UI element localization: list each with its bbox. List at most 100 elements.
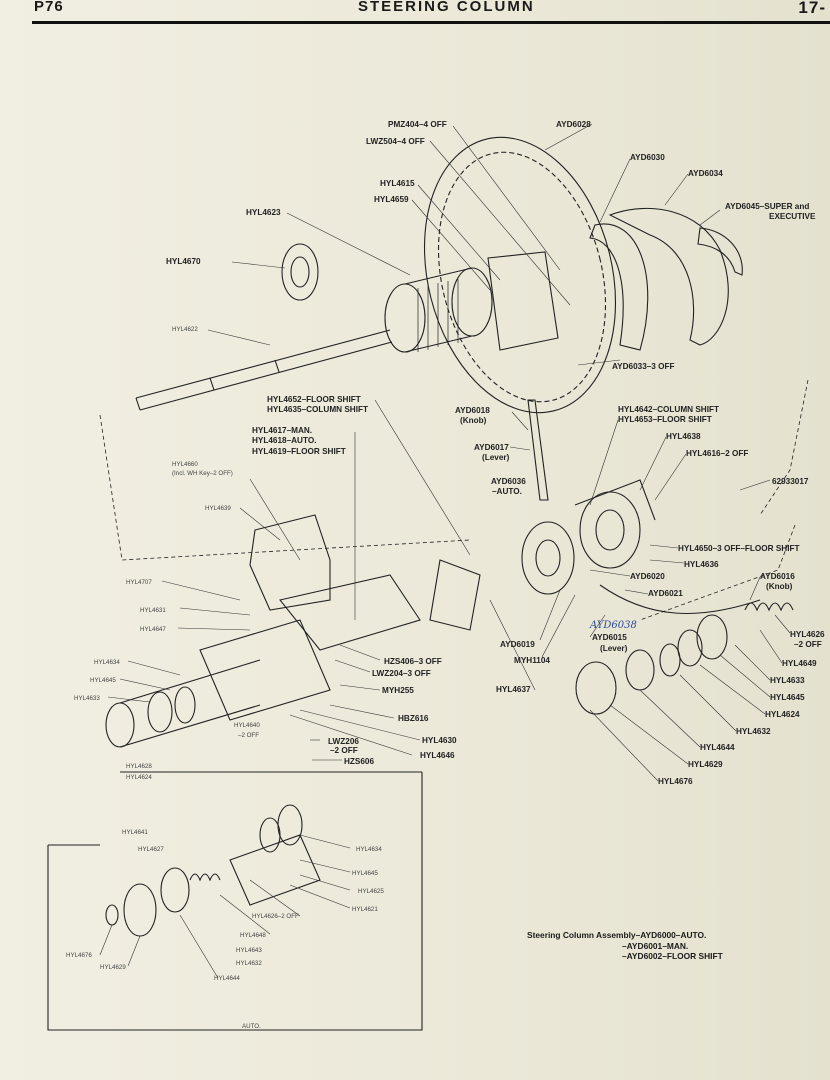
- column-cover: [608, 207, 729, 346]
- ring-a: [696, 614, 728, 660]
- lower-ring-2: [174, 686, 196, 724]
- switch-bracket: [574, 479, 656, 521]
- label-lwz206-a: LWZ206: [328, 737, 359, 746]
- label-hyl4636: HYL4636: [684, 560, 719, 569]
- label-hzs406: HZS406–3 OFF: [384, 657, 442, 666]
- auto-spring: [189, 873, 221, 882]
- upper-shroud: [589, 223, 649, 351]
- label-myh255: MYH255: [382, 686, 414, 695]
- assembly-caption: Steering Column Assembly–AYD6000–AUTO. –…: [527, 930, 723, 962]
- auto-inset-frame: [47, 772, 423, 1031]
- label-hyl4634-inset: HYL4634: [356, 846, 382, 853]
- label-hyl4626-b: –2 OFF: [794, 640, 822, 649]
- label-hyl4629: HYL4629: [688, 760, 723, 769]
- label-62933017: 62933017: [772, 477, 809, 486]
- horn-pad-body: [404, 267, 473, 353]
- leader-lines: [99, 123, 791, 979]
- label-hyl4633-left: HYL4633: [74, 695, 100, 702]
- switch-bore-right: [595, 509, 625, 551]
- label-hyl4615: HYL4615: [380, 179, 415, 188]
- caption-line-1: Steering Column Assembly–AYD6000–AUTO.: [527, 930, 707, 940]
- label-hyl4659: HYL4659: [374, 195, 409, 204]
- label-hyl4616: HYL4616–2 OFF: [686, 449, 748, 458]
- label-ayd6036-b: –AUTO.: [492, 487, 522, 496]
- label-hyl4627: HYL4627: [138, 846, 164, 853]
- label-lwz206-b: –2 OFF: [330, 746, 358, 755]
- label-hyl4645-inset: HYL4645: [352, 870, 378, 877]
- label-lwz204: LWZ204–3 OFF: [372, 669, 431, 678]
- label-ayd6021: AYD6021: [648, 589, 683, 598]
- label-hyl4645-right: HYL4645: [770, 693, 805, 702]
- label-hyl4624: HYL4624: [126, 774, 152, 781]
- label-hyl4639: HYL4639: [205, 505, 231, 512]
- lower-bearing: [105, 702, 135, 748]
- steering-wheel-rim: [423, 136, 617, 414]
- label-hbz616: HBZ616: [398, 714, 429, 723]
- column-tube: [279, 574, 421, 651]
- horn-contact-disc: [281, 243, 319, 301]
- label-hyl4642: HYL4642–COLUMN SHIFT: [618, 405, 719, 414]
- label-hyl4676-inset: HYL4676: [66, 952, 92, 959]
- steering-wheel-grip: [437, 151, 607, 403]
- switch-bore-left: [535, 539, 561, 577]
- label-ayd6017-b: (Lever): [482, 453, 510, 462]
- lever-spring: [744, 602, 794, 612]
- label-ayd6036-a: AYD6036: [491, 477, 526, 486]
- auto-bearing-1: [123, 883, 157, 937]
- label-hyl4646: HYL4646: [420, 751, 455, 760]
- label-ayd6033: AYD6033–3 OFF: [612, 362, 675, 371]
- lock-housing: [249, 514, 331, 611]
- label-ayd6028: AYD6028: [556, 120, 591, 129]
- label-hyl4660-b: (Incl. WH Key–2 OFF): [172, 470, 233, 477]
- label-hyl4617: HYL4617–MAN.: [252, 426, 312, 435]
- auto-clip: [105, 904, 119, 926]
- label-hyl4638: HYL4638: [666, 432, 701, 441]
- auto-bearing-2: [160, 867, 190, 913]
- label-hyl4635: HYL4635–COLUMN SHIFT: [267, 405, 368, 414]
- ring-b: [677, 629, 703, 667]
- label-ayd6017-a: AYD6017: [474, 443, 509, 452]
- label-hyl4649: HYL4649: [782, 659, 817, 668]
- label-hyl4633: HYL4633: [770, 676, 805, 685]
- horn-pad-ribs: [417, 279, 459, 352]
- page-number: P76: [34, 0, 64, 15]
- steering-shaft: [135, 329, 393, 411]
- label-hyl4622: HYL4622: [172, 326, 198, 333]
- part-labels: PMZ404–4 OFF LWZ504–4 OFF AYD6028 AYD603…: [66, 120, 825, 1030]
- label-hyl4632: HYL4632: [736, 727, 771, 736]
- wheel-hub-plate: [487, 251, 559, 351]
- assembly-outline-right: [759, 379, 809, 516]
- handwritten-note: AYD6038: [589, 620, 637, 631]
- label-hyl4676: HYL4676: [658, 777, 693, 786]
- label-myh1104: MYH1104: [514, 656, 550, 665]
- bearing-a: [625, 649, 655, 691]
- label-ayd6045-a: AYD6045–SUPER and: [725, 202, 809, 211]
- label-ayd6016-a: AYD6016: [760, 572, 795, 581]
- label-hyl4650: HYL4650–3 OFF–FLOOR SHIFT: [678, 544, 799, 553]
- label-hyl4648: HYL4648: [240, 932, 266, 939]
- label-hyl4644-inset: HYL4644: [214, 975, 240, 982]
- auto-ring-2: [259, 817, 281, 853]
- label-hyl4623: HYL4623: [246, 208, 281, 217]
- label-hyl4630: HYL4630: [422, 736, 457, 745]
- label-hyl4640-b: –2 OFF: [238, 732, 259, 739]
- label-hyl4643: HYL4643: [236, 947, 262, 954]
- section-number: 17-: [798, 0, 826, 17]
- diagram-artwork: [47, 136, 809, 1031]
- label-hyl4632-inset: HYL4632: [236, 960, 262, 967]
- ring-c: [659, 643, 681, 677]
- label-hyl4631: HYL4631: [140, 607, 166, 614]
- label-hyl4645: HYL4645: [90, 677, 116, 684]
- label-ayd6015-b: (Lever): [600, 644, 628, 653]
- auto-inset-top: [48, 771, 422, 846]
- label-hyl4626-inset: HYL4626–2 OFF: [252, 913, 299, 920]
- label-ayd6018-b: (Knob): [460, 416, 487, 425]
- label-ayd6015-a: AYD6015: [592, 633, 627, 642]
- header-rule: [32, 21, 830, 24]
- label-hyl4626-a: HYL4626: [790, 630, 825, 639]
- label-ayd6030: AYD6030: [630, 153, 665, 162]
- label-hyl4647: HYL4647: [140, 626, 166, 633]
- label-ayd6018-a: AYD6018: [455, 406, 490, 415]
- label-ayd6034: AYD6034: [688, 169, 723, 178]
- label-hyl4707: HYL4707: [126, 579, 152, 586]
